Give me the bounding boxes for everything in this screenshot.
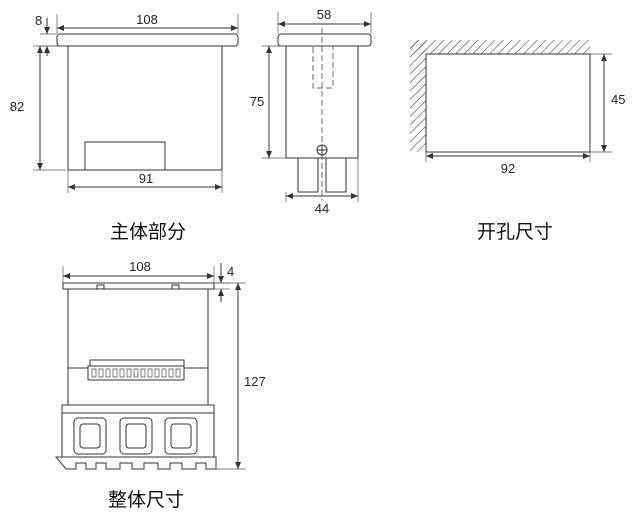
overall-mounting-feet [54, 456, 217, 470]
side-view: 58 75 44 [250, 7, 372, 216]
main-front-flange [56, 33, 239, 47]
dim-label-overall-height: 127 [244, 374, 266, 389]
terminal-pin [168, 368, 174, 378]
terminal-pin [98, 368, 104, 378]
dim-label-main-width-top: 108 [136, 12, 158, 27]
dim-label-side-width-top: 58 [317, 7, 331, 22]
terminal-pin [154, 368, 160, 378]
terminal-pin [175, 368, 181, 378]
dim-label-cutout-height: 45 [611, 92, 625, 107]
cutout-hatch-top [410, 40, 590, 54]
overall-connector-3 [164, 417, 198, 455]
cutout-view: 45 92 开孔尺寸 [410, 40, 625, 243]
cutout-hole [425, 53, 591, 153]
overall-terminal-pins [91, 368, 181, 378]
side-flange [277, 33, 372, 47]
dim-label-side-width-bottom: 44 [315, 201, 329, 216]
terminal-pin [147, 368, 153, 378]
dim-label-cutout-width: 92 [501, 161, 515, 176]
caption-overall: 整体尺寸 [108, 489, 184, 511]
side-hidden-connector [312, 45, 334, 89]
dim-label-main-flange: 8 [35, 13, 42, 28]
overall-flange [62, 282, 215, 290]
terminal-pin [140, 368, 146, 378]
caption-main-body: 主体部分 [110, 221, 186, 243]
dim-label-overall-width-top: 108 [129, 259, 151, 274]
terminal-pin [112, 368, 118, 378]
overall-connector-2 [119, 417, 153, 455]
dim-label-main-height: 82 [10, 99, 24, 114]
terminal-pin [91, 368, 97, 378]
terminal-pin [126, 368, 132, 378]
main-front-terminal-block [84, 141, 166, 171]
side-terminal-left [297, 157, 319, 193]
dim-label-overall-flange: 4 [227, 264, 234, 279]
overall-connector-1 [73, 417, 107, 455]
terminal-pin [161, 368, 167, 378]
caption-cutout: 开孔尺寸 [477, 221, 553, 243]
cutout-hatch-left [410, 40, 426, 152]
dim-label-main-width-bottom: 91 [139, 171, 153, 186]
overall-housing [67, 288, 209, 406]
dim-label-side-height: 75 [250, 94, 264, 109]
side-terminal-right [325, 157, 347, 193]
terminal-pin [105, 368, 111, 378]
terminal-pin [119, 368, 125, 378]
overall-view: 108 4 127 整体尺寸 [54, 259, 266, 511]
terminal-pin [133, 368, 139, 378]
main-body-view: 108 8 82 91 主体部分 [10, 12, 239, 243]
